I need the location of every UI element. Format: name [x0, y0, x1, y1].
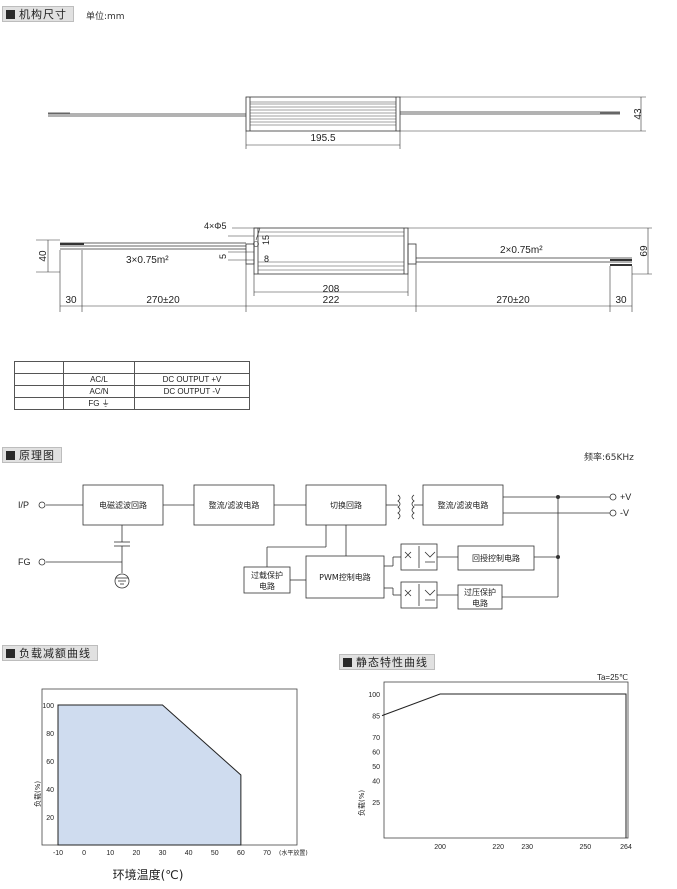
section-header-mech: 机构尺寸 [2, 6, 74, 22]
x-tick-label: 264 [620, 844, 632, 851]
block-ovp: 电路 [472, 598, 488, 608]
frequency-label: 频率:65KHz [584, 453, 634, 463]
table-cell: AC/N [63, 385, 135, 398]
input-ip-label: I/P [18, 500, 29, 510]
x-tick-label: 250 [579, 844, 591, 851]
block-pwm: PWM控制电路 [319, 572, 371, 582]
static-curve [381, 693, 627, 838]
section-title: 机构尺寸 [19, 8, 67, 21]
x-tick-label: 30 [159, 850, 167, 857]
schematic-diagram: I/P FG +V -V 电磁滤波回路 整流/滤波电路 切换回路 整流/滤波电路… [18, 484, 631, 610]
table-cell: AC/L [63, 373, 135, 386]
table-row: AC/L DC OUTPUT +V [14, 373, 250, 386]
section-title: 原理图 [19, 449, 55, 462]
block-feedback: 回授控制电路 [472, 553, 520, 563]
dim-strip-left: 30 [65, 295, 77, 306]
section-title: 负载减额曲线 [19, 647, 91, 660]
dim-strip-right: 30 [615, 295, 627, 306]
x-tick-label: 20 [132, 850, 140, 857]
dim-lead-right: 270±20 [496, 295, 530, 306]
x-tick-label: 0 [82, 850, 86, 857]
y-tick-label: 100 [42, 703, 54, 710]
y-tick-label: 85 [372, 714, 380, 721]
dim-height-top: 43 [633, 108, 644, 120]
block-emi: 电磁滤波回路 [99, 500, 147, 510]
wire-in-label: 3×0.75m² [126, 255, 169, 266]
dim-8: 8 [264, 254, 269, 264]
table-row [14, 361, 250, 374]
x-tick-label: 220 [492, 844, 504, 851]
section-header-static: 静态特性曲线 [339, 654, 435, 670]
header-square-icon [6, 450, 15, 460]
dim-lead-left: 270±20 [146, 295, 180, 306]
x-tick-label: 200 [434, 844, 446, 851]
dim-208: 208 [323, 284, 340, 295]
y-tick-label: 25 [372, 800, 380, 807]
y-axis-label: 负载(%) [357, 790, 366, 816]
x-tick-label: 60 [237, 850, 245, 857]
wire-out-label: 2×0.75m² [500, 245, 543, 256]
x-tick-label: 10 [106, 850, 114, 857]
dim-5: 5 [218, 254, 228, 259]
header-square-icon [343, 657, 352, 667]
section-header-schematic: 原理图 [2, 447, 62, 463]
y-tick-label: 40 [372, 778, 380, 785]
table-cell [134, 361, 250, 374]
dim-holes: 4×Φ5 [204, 221, 226, 231]
table-cell [14, 373, 64, 386]
y-tick-label: 50 [372, 764, 380, 771]
dim-15: 15 [261, 235, 271, 245]
y-tick-label: 40 [46, 787, 54, 794]
table-cell: DC OUTPUT +V [134, 373, 250, 386]
x-axis-note: (水平放置) [279, 849, 308, 857]
dim-height-left: 40 [38, 250, 49, 262]
y-tick-label: 60 [46, 759, 54, 766]
output-pos-label: +V [620, 492, 631, 502]
table-cell [14, 361, 64, 374]
table-cell: DC OUTPUT -V [134, 385, 250, 398]
y-tick-label: 60 [372, 750, 380, 757]
table-cell [63, 361, 135, 374]
derating-chart: -10 0 10 20 30 40 50 60 70 20 40 60 80 100 (水平放置) 环境温度(… [33, 688, 308, 882]
input-fg-label: FG [18, 557, 31, 567]
x-tick-label: 230 [521, 844, 533, 851]
block-olp: 电路 [259, 581, 275, 591]
x-tick-label: -10 [53, 850, 63, 857]
y-tick-label: 20 [46, 815, 54, 822]
table-row: AC/N DC OUTPUT -V [14, 385, 250, 398]
dim-length-top: 195.5 [310, 133, 335, 144]
table-row: FG ⏚ [14, 397, 250, 410]
header-square-icon [6, 9, 15, 19]
x-axis-label: 环境温度(℃) [113, 867, 184, 882]
dim-height-right: 69 [639, 245, 650, 257]
section-title: 静态特性曲线 [356, 656, 428, 669]
dim-222: 222 [323, 295, 340, 306]
y-tick-label: 80 [46, 731, 54, 738]
x-tick-label: 50 [211, 850, 219, 857]
header-square-icon [6, 648, 15, 658]
block-switch: 切换回路 [330, 500, 362, 510]
unit-label: 单位:mm [86, 12, 125, 22]
static-chart: 200 220 230 250 264 25 40 50 60 70 85 100 Ta=25℃ 负载(%… [357, 673, 632, 851]
block-rectifier-1: 整流/滤波电路 [209, 500, 260, 510]
x-tick-label: 70 [263, 850, 271, 857]
y-tick-label: 100 [368, 692, 380, 699]
block-olp: 过载保护 [251, 570, 283, 580]
temperature-annotation: Ta=25℃ [597, 673, 628, 682]
plot-frame [383, 681, 629, 839]
table-cell: FG ⏚ [63, 397, 135, 410]
table-cell [14, 397, 64, 410]
block-ovp: 过压保护 [464, 587, 496, 597]
table-cell [134, 397, 250, 410]
block-rectifier-2: 整流/滤波电路 [438, 500, 489, 510]
pin-table: AC/L DC OUTPUT +V AC/N DC OUTPUT -V FG ⏚ [14, 361, 250, 410]
table-cell [14, 385, 64, 398]
mechanical-drawing: 195.5 43 [36, 96, 652, 312]
x-tick-label: 40 [185, 850, 193, 857]
output-neg-label: -V [620, 508, 629, 518]
y-tick-label: 70 [372, 735, 380, 742]
section-header-derating: 负载减额曲线 [2, 645, 98, 661]
derating-area [57, 704, 242, 846]
y-axis-label: 负载(%) [33, 781, 42, 807]
